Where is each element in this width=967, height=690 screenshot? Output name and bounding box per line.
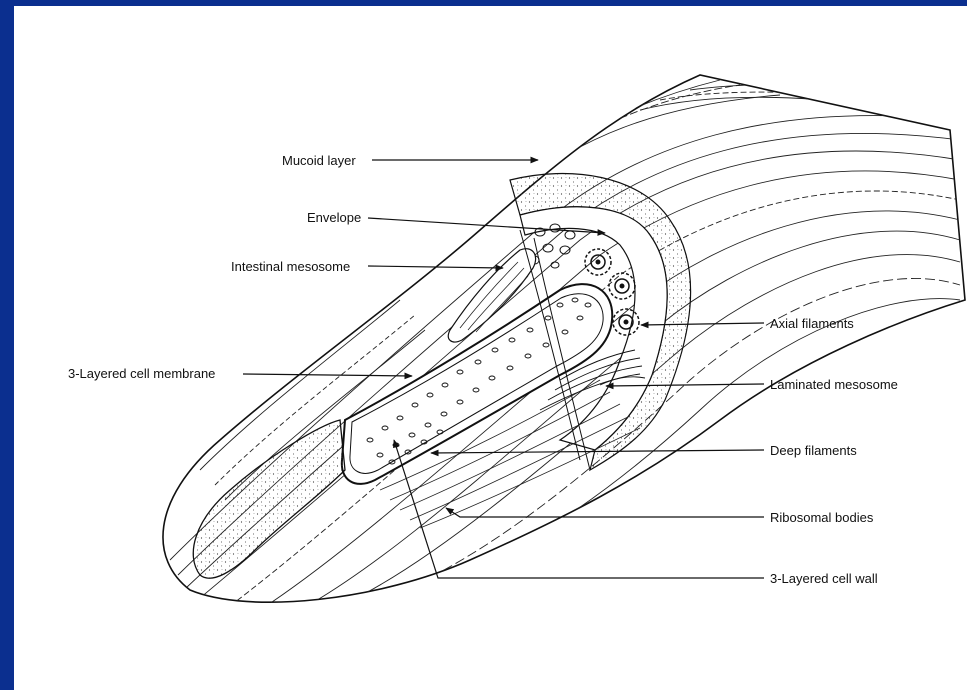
- label-axial-filaments: Axial filaments: [770, 316, 854, 331]
- label-deep-filaments: Deep filaments: [770, 443, 857, 458]
- label-laminated-mesosome: Laminated mesosome: [770, 377, 898, 392]
- label-envelope: Envelope: [307, 210, 361, 225]
- label-cell-wall: 3-Layered cell wall: [770, 571, 878, 586]
- label-mucoid-layer: Mucoid layer: [282, 153, 356, 168]
- label-intestinal-mesosome: Intestinal mesosome: [231, 259, 350, 274]
- label-ribosomal-bodies: Ribosomal bodies: [770, 510, 874, 525]
- label-cell-membrane: 3-Layered cell membrane: [68, 366, 215, 381]
